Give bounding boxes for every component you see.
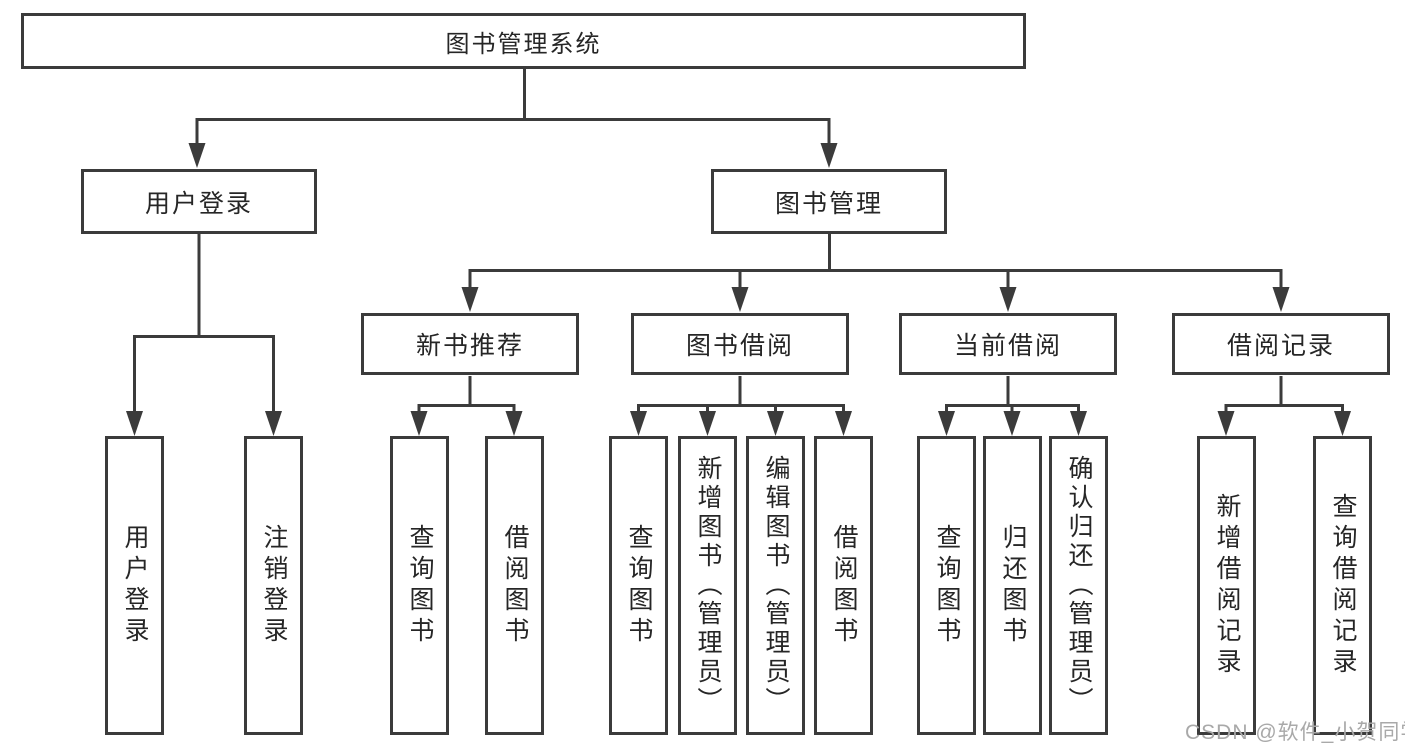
node-new-book-recommend: 新书推荐 — [361, 313, 579, 375]
leaf-label: 借阅图书 — [501, 523, 529, 648]
leaf-user-login: 用户登录 — [105, 436, 164, 735]
leaf-cb-query-books: 查询图书 — [917, 436, 976, 735]
connector-user-login-to-leaves — [133, 234, 275, 413]
node-current-borrowing: 当前借阅 — [899, 313, 1117, 375]
leaf-label: 查询图书 — [625, 523, 653, 648]
leaf-label: 编辑图书（管理员） — [762, 455, 790, 716]
leaf-label: 借阅图书 — [830, 523, 858, 648]
leaf-label: 注销登录 — [260, 523, 288, 648]
node-label: 用户登录 — [144, 189, 253, 218]
leaf-bb-borrow-books: 借阅图书 — [814, 436, 873, 735]
leaf-label: 确认归还（管理员） — [1065, 455, 1093, 716]
node-library-management-system: 图书管理系统 — [21, 13, 1026, 69]
node-borrowing-records: 借阅记录 — [1172, 313, 1390, 375]
leaf-bb-query-books: 查询图书 — [609, 436, 668, 735]
connector-root-to-level2 — [195, 69, 831, 145]
node-label: 图书管理系统 — [445, 30, 602, 58]
connector-borrowing-records-to-leaves — [1224, 376, 1344, 413]
leaf-nbr-borrow-books: 借阅图书 — [485, 436, 544, 735]
leaf-label: 归还图书 — [999, 523, 1027, 648]
connector-book-management-to-level3 — [468, 234, 1283, 289]
watermark: CSDN @软件_小贺同学 — [1185, 721, 1405, 744]
connector-current-borrowing-to-leaves — [945, 376, 1080, 413]
leaf-label: 查询借阅记录 — [1329, 492, 1357, 679]
connector-new-book-recommend-to-leaves — [417, 376, 516, 413]
node-label: 图书管理 — [774, 189, 883, 218]
leaf-logout-login: 注销登录 — [244, 436, 303, 735]
leaf-label: 查询图书 — [933, 523, 961, 648]
node-label: 借阅记录 — [1226, 332, 1335, 360]
leaf-bb-add-books-admin: 新增图书（管理员） — [678, 436, 737, 735]
connector-book-borrowing-to-leaves — [637, 376, 845, 413]
node-label: 当前借阅 — [953, 332, 1062, 360]
leaf-label: 查询图书 — [406, 523, 434, 648]
leaf-cb-return-books: 归还图书 — [983, 436, 1042, 735]
node-book-management: 图书管理 — [711, 169, 947, 234]
node-label: 新书推荐 — [415, 332, 524, 360]
leaf-label: 用户登录 — [121, 523, 149, 648]
node-label: 图书借阅 — [685, 332, 794, 360]
leaf-cb-confirm-return-admin: 确认归还（管理员） — [1049, 436, 1108, 735]
node-book-borrowing: 图书借阅 — [631, 313, 849, 375]
leaf-label: 新增借阅记录 — [1213, 492, 1241, 679]
leaf-bb-edit-books-admin: 编辑图书（管理员） — [746, 436, 805, 735]
leaf-br-add-borrow-record: 新增借阅记录 — [1197, 436, 1256, 735]
leaf-nbr-query-books: 查询图书 — [390, 436, 449, 735]
leaf-br-query-borrow-record: 查询借阅记录 — [1313, 436, 1372, 735]
node-user-login: 用户登录 — [81, 169, 317, 234]
leaf-label: 新增图书（管理员） — [694, 455, 722, 716]
